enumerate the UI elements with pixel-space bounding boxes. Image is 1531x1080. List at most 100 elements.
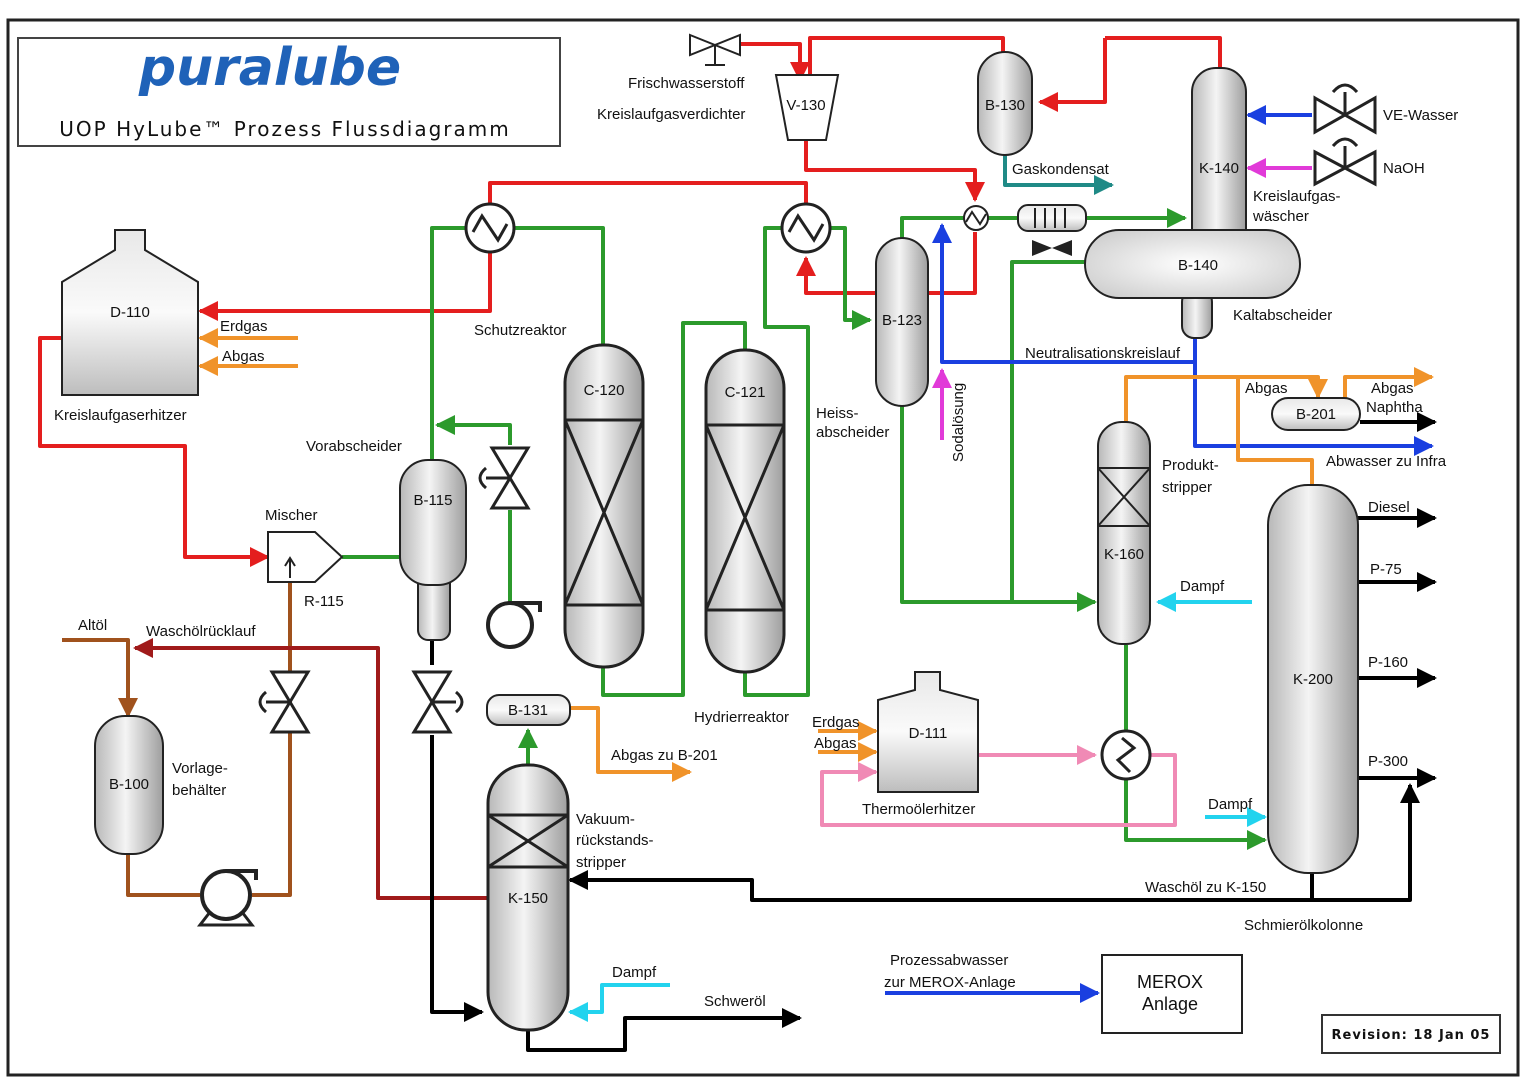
b100-label: B-100: [109, 776, 149, 793]
pipe-c121-to-hx: [743, 226, 810, 697]
pipe-b140-liquid: [1010, 260, 1095, 602]
pipe-b115-vapor: [430, 226, 468, 460]
label-naoh: NaOH: [1383, 160, 1425, 177]
heat-exchanger-2-icon: [780, 202, 832, 254]
label-dampf-k200: Dampf: [1208, 796, 1253, 813]
label-abgas-b201: Abgas zu B-201: [611, 747, 718, 764]
pipe-hx-connect: [488, 181, 808, 205]
label-schweroel: Schweröl: [704, 993, 766, 1010]
label-waschoelruecklauf: Waschölrücklauf: [146, 623, 256, 640]
c120-reactor: C-120: [563, 343, 645, 669]
pipe-neutralisation: [932, 223, 1197, 364]
v130-compressor: V-130: [774, 74, 840, 141]
label-produktstripper-2: stripper: [1162, 479, 1212, 496]
pipe-k200-overhead: [1236, 377, 1314, 488]
mischer-r115: [267, 531, 344, 583]
b131-vessel: B-131: [486, 694, 571, 726]
label-waschoel-k150: Waschöl zu K-150: [1145, 879, 1266, 896]
c121-reactor: C-121: [704, 348, 786, 674]
label-neutralisationskreislauf: Neutralisationskreislauf: [1025, 345, 1181, 362]
b123-label: B-123: [882, 312, 922, 329]
d110-furnace: D-110: [61, 229, 199, 396]
pipe-frischwasserstoff: [740, 42, 810, 82]
pump-b100-icon: [196, 869, 258, 927]
label-vorlagebehaelter-1: Vorlage-: [172, 760, 228, 777]
label-kreislaufgaswaescher-2: wäscher: [1252, 208, 1309, 225]
pipe-b123-liquid: [900, 400, 1097, 612]
b131-label: B-131: [508, 702, 548, 719]
logo-text: puralube: [138, 38, 401, 98]
b130-vessel: B-130: [977, 51, 1033, 156]
merox-anlage-box: MEROX Anlage: [1101, 954, 1243, 1034]
pipe-hx-to-b123: [828, 226, 872, 330]
pipe-abgas-out: [1343, 367, 1434, 405]
heat-exchanger-3-icon: [1100, 729, 1152, 781]
label-ve-wasser: VE-Wasser: [1383, 107, 1458, 124]
label-dampf-k160: Dampf: [1180, 578, 1225, 595]
c120-label: C-120: [584, 382, 625, 399]
pipe-v130-to-b130: [808, 36, 1005, 80]
label-schmieroelkolonne: Schmierölkolonne: [1244, 917, 1363, 934]
pipe-b123-top: [900, 216, 965, 238]
pipe-to-vorabscheider: [435, 415, 512, 445]
label-abgas-top: Abgas: [1245, 380, 1288, 397]
k160-column: K-160: [1097, 421, 1151, 645]
label-kreislaufgasverdichter: Kreislaufgasverdichter: [597, 106, 745, 123]
label-vakuumstripper-1: Vakuum-: [576, 811, 635, 828]
label-p75: P-75: [1370, 561, 1402, 578]
k200-column: K-200: [1267, 484, 1359, 874]
b115-vessel: B-115: [399, 459, 467, 641]
label-r115: R-115: [304, 593, 344, 610]
k200-label: K-200: [1293, 671, 1333, 688]
valve-b131-line-icon: [478, 446, 531, 510]
label-altoel: Altöl: [78, 617, 107, 634]
pipe-abgas-b201: [570, 706, 692, 782]
pipe-b100-to-pump: [126, 852, 200, 897]
merox-label-1: MEROX: [1137, 972, 1203, 992]
pipe-altoel: [62, 638, 138, 718]
label-abgas-d110: Abgas: [222, 348, 265, 365]
label-heissabscheider-1: Heiss-: [816, 405, 859, 422]
pipe-abgas-to-b201: [1124, 375, 1328, 422]
label-erdgas-d111: Erdgas: [812, 714, 860, 731]
label-gaskondensat: Gaskondensat: [1012, 161, 1110, 178]
revision-box: Revision: 18 Jan 05: [1321, 1014, 1501, 1054]
label-dampf-k150: Dampf: [612, 964, 657, 981]
k140-column: K-140: [1191, 67, 1247, 269]
small-exchanger-icon: [963, 205, 989, 231]
label-vakuumstripper-3: stripper: [576, 854, 626, 871]
b140-vessel: B-140: [1084, 229, 1301, 339]
pipe-abwasser: [1193, 362, 1434, 456]
label-hydrierreaktor: Hydrierreaktor: [694, 709, 789, 726]
pump-b131-icon: [486, 601, 542, 649]
label-prozessabwasser-2: zur MEROX-Anlage: [884, 974, 1016, 991]
ve-wasser-valve-icon: [1313, 83, 1377, 135]
b100-vessel: B-100: [94, 715, 164, 855]
k160-label: K-160: [1104, 546, 1144, 563]
label-naphtha: Naphtha: [1366, 399, 1423, 416]
k140-label: K-140: [1199, 160, 1239, 177]
label-frischwasserstoff: Frischwasserstoff: [628, 75, 745, 92]
label-p160: P-160: [1368, 654, 1408, 671]
pipe-dampf-k150: [568, 983, 670, 1022]
pipe-to-d110: [198, 250, 492, 321]
label-p300: P-300: [1368, 753, 1408, 770]
label-kreislaufgaserhitzer: Kreislaufgaserhitzer: [54, 407, 187, 424]
label-thermoelerhitzer: Thermoölerhitzer: [862, 801, 975, 818]
frischwasserstoff-valve-icon: [689, 33, 741, 66]
k150-column: K-150: [486, 763, 570, 1032]
revision-text: Revision: 18 Jan 05: [1332, 1028, 1491, 1043]
label-mischer: Mischer: [265, 507, 318, 524]
pipe-waschoel-k150: [568, 870, 1314, 902]
d111-label: D-111: [909, 725, 948, 742]
pipe-compressor-discharge: [804, 140, 985, 202]
label-vorabscheider: Vorabscheider: [306, 438, 402, 455]
b201-vessel: B-201: [1271, 397, 1361, 431]
pipe-c120-to-c121: [601, 321, 747, 697]
pipe-to-c120: [512, 226, 605, 350]
label-vorlagebehaelter-2: behälter: [172, 782, 226, 799]
label-kreislaufgaswaescher-1: Kreislaufgas-: [1253, 188, 1341, 205]
b201-label: B-201: [1296, 406, 1336, 423]
pipe-k140-to-b130: [1038, 38, 1107, 112]
